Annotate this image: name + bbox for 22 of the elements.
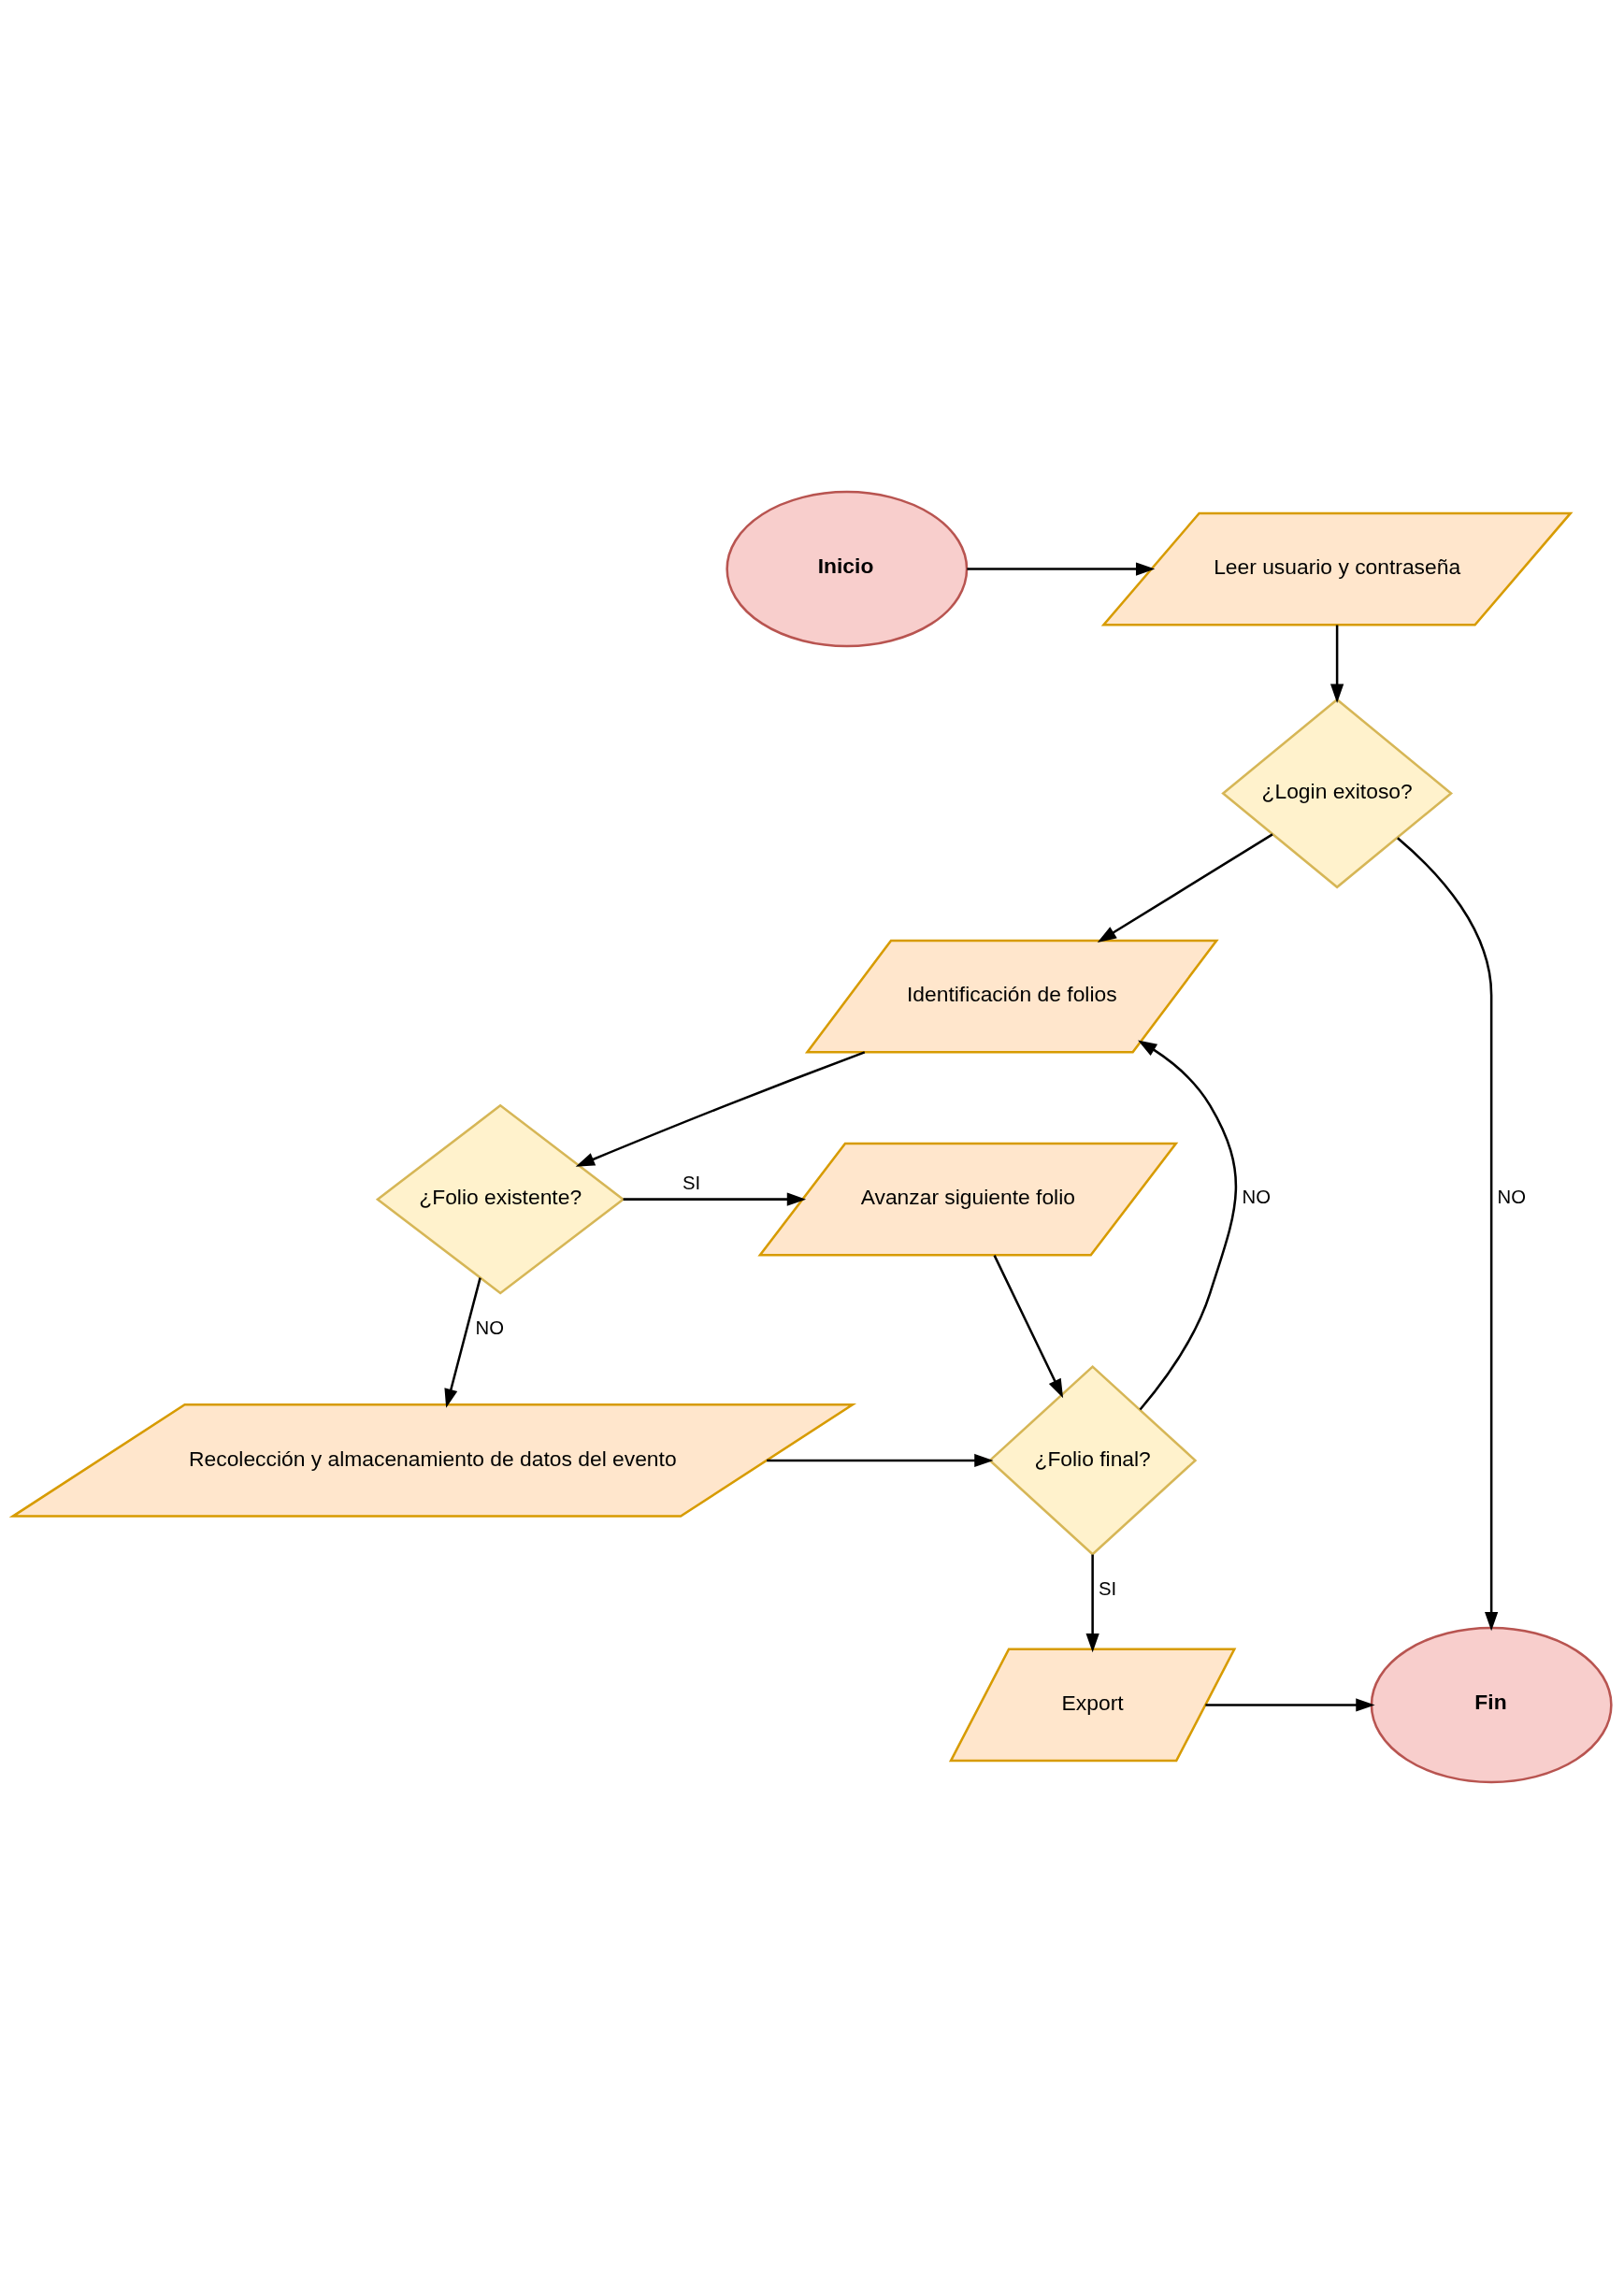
arrow: [1085, 1554, 1099, 1653]
node-ellipse: Fin: [1370, 1626, 1613, 1784]
arrow: [1330, 625, 1344, 703]
edge-label: SI: [683, 1173, 701, 1194]
arrow: [1397, 837, 1499, 1632]
arrow: [993, 1255, 1064, 1399]
edge-label: NO: [1497, 1187, 1526, 1208]
arrow: [1205, 1698, 1375, 1712]
arrow: [967, 562, 1156, 576]
edge-label: NO: [475, 1317, 504, 1339]
arrow: [575, 1051, 866, 1167]
arrow: [767, 1453, 994, 1468]
node-diamond: ¿Login exitoso?: [1221, 698, 1454, 889]
node-diamond: ¿Folio existente?: [375, 1103, 625, 1295]
node-ellipse: Inicio: [726, 490, 969, 648]
edge-label: NO: [1242, 1187, 1272, 1208]
arrow: [1138, 1040, 1238, 1411]
arrow: [444, 1277, 481, 1408]
arrow: [1097, 833, 1273, 943]
edge-label: SI: [1098, 1578, 1117, 1600]
node-diamond: ¿Folio final?: [987, 1364, 1198, 1556]
arrow: [623, 1192, 807, 1206]
